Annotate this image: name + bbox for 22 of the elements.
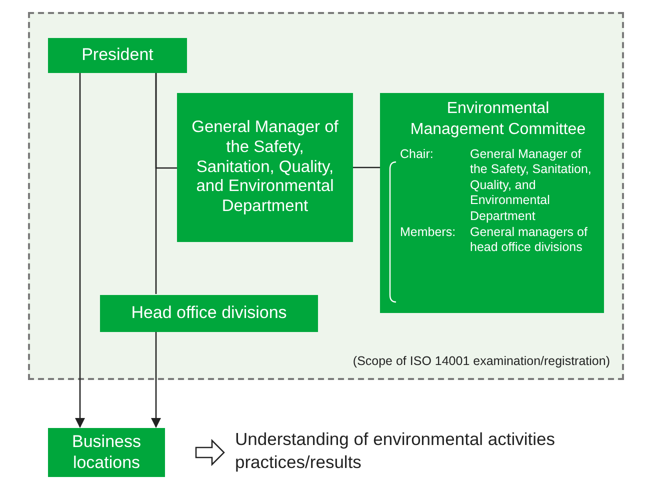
org-box	[48, 428, 165, 477]
connector-line	[155, 73, 157, 294]
role-label: Chair:	[400, 146, 434, 163]
outcome-text: Understanding of environmental activities practices/results	[235, 428, 635, 478]
connector-line	[353, 166, 380, 168]
org-box	[100, 295, 318, 332]
org-box	[177, 93, 353, 242]
committee-title: Environmental Management Committee	[409, 99, 587, 140]
org-box	[48, 38, 187, 73]
org-label: General Manager of the Safety, Sanitation, Quality, and Environmental Department	[190, 118, 340, 217]
org-label: Head office divisions	[131, 303, 287, 324]
hollow-arrow	[195, 438, 225, 466]
role-label: Members:	[400, 224, 457, 241]
role-description: General Manager of the Safety, Sanitation, Quality, and Environmental Department	[470, 146, 592, 225]
org-label: Business locations	[71, 432, 142, 473]
arrow	[75, 73, 85, 428]
scope-note: (Scope of ISO 14001 examination/registration)	[352, 354, 610, 368]
scope-region	[28, 12, 624, 380]
role-description: General managers of head office divisions	[470, 224, 588, 256]
org-label: President	[82, 45, 154, 66]
committee-box	[380, 93, 604, 313]
arrow	[151, 332, 161, 428]
